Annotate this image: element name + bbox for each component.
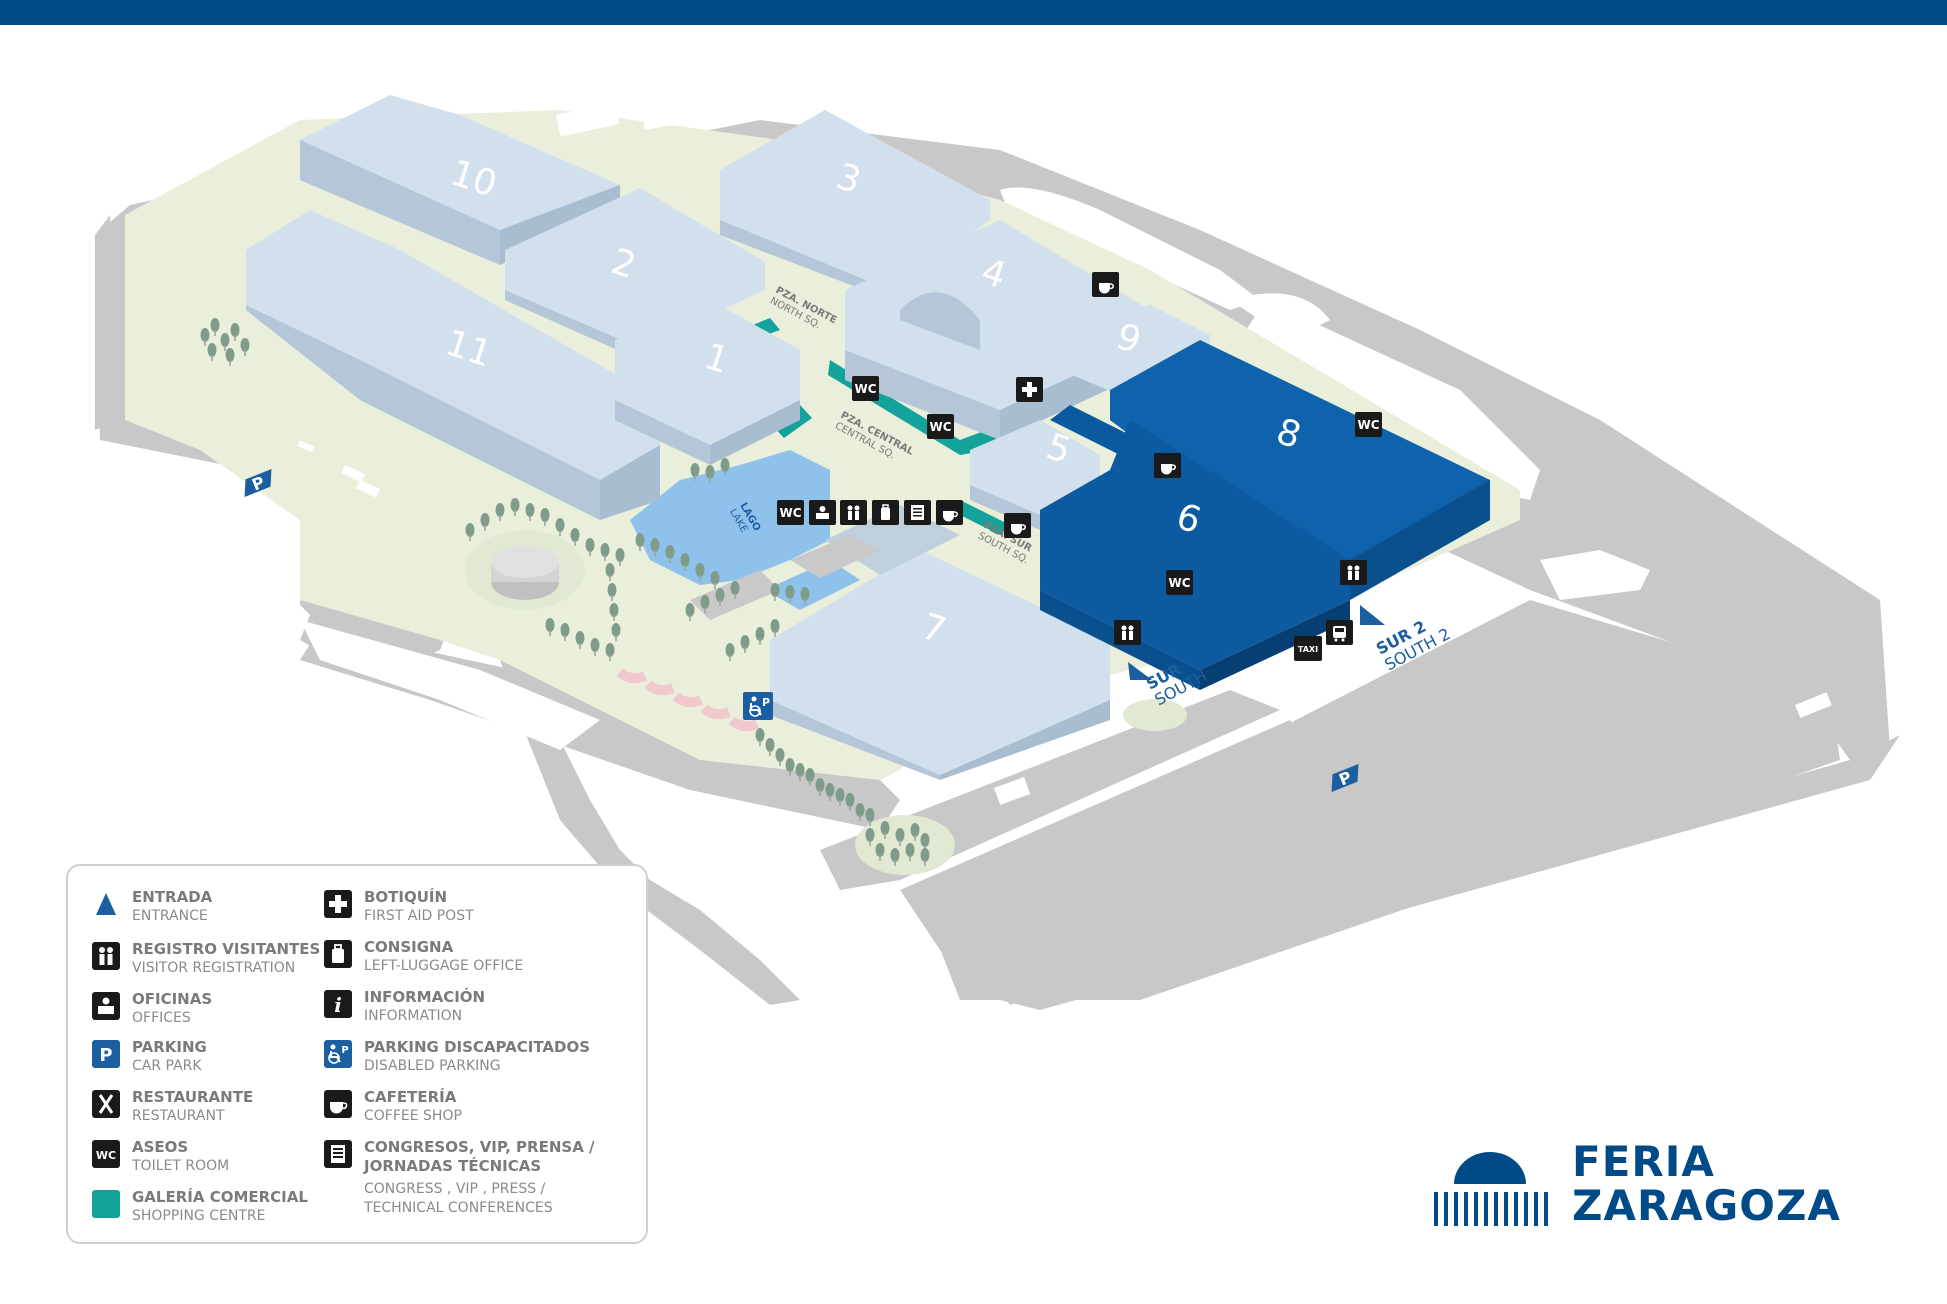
legend-label-en: ENTRANCE (132, 908, 208, 924)
road-markings (297, 102, 1832, 805)
entrance-south2-icon (1360, 605, 1385, 625)
info-icon: i (324, 990, 352, 1018)
svg-text:WC: WC (96, 1149, 116, 1162)
visitors-icon[interactable] (840, 500, 867, 525)
legend-label-es: PARKING (132, 1038, 207, 1056)
svg-text:WC: WC (1357, 418, 1379, 432)
wc-icon[interactable]: WC (1355, 412, 1382, 437)
legend-label-en: INFORMATION (364, 1008, 463, 1024)
legend-label-es: GALERÍA COMERCIAL (132, 1188, 308, 1206)
logo-line-1: FERIA (1572, 1137, 1715, 1186)
visitors-icon[interactable] (1340, 560, 1367, 585)
congress-icon[interactable] (904, 500, 931, 525)
entrance-triangle-icon (96, 893, 116, 915)
coffee-icon (324, 1090, 352, 1118)
svg-text:i: i (334, 993, 342, 1017)
shopping-centre-icon (92, 1190, 120, 1218)
svg-text:TAXI: TAXI (1298, 645, 1318, 654)
legend-label-es: ENTRADA (132, 888, 213, 906)
legend-label-es: JORNADAS TÉCNICAS (364, 1157, 542, 1175)
congress-icon (324, 1140, 352, 1168)
wc-icon[interactable]: WC (852, 376, 879, 401)
svg-text:P: P (99, 1045, 112, 1066)
logo-text: FERIA ZARAGOZA (1572, 1140, 1841, 1228)
legend-label-es: PARKING DISCAPACITADOS (364, 1038, 591, 1056)
legend-label-es: CONSIGNA (364, 938, 454, 956)
svg-text:WC: WC (929, 420, 951, 434)
disabled-parking-icon[interactable]: P (743, 692, 773, 720)
legend-label-en: TOILET ROOM (132, 1158, 230, 1174)
luggage-icon[interactable] (872, 500, 899, 525)
decorative-arcs (616, 668, 759, 732)
visitors-icon (92, 942, 120, 970)
rotunda (491, 546, 559, 600)
legend-label-en: COFFEE SHOP (364, 1108, 462, 1124)
coffee-icon[interactable] (1004, 513, 1031, 538)
wc-icon: WC (92, 1140, 120, 1168)
coffee-icon[interactable] (1092, 272, 1119, 297)
legend-label-es: INFORMACIÓN (364, 988, 486, 1006)
legend-label-en: LEFT-LUGGAGE OFFICE (364, 958, 524, 974)
service-icons: WC WC WC WC WC TAXI P P P (238, 272, 1382, 794)
svg-text:WC: WC (779, 506, 801, 520)
legend-label-en: DISABLED PARKING (364, 1058, 501, 1074)
legend-label-en: TECHNICAL CONFERENCES (364, 1200, 553, 1216)
first-aid-icon (324, 890, 352, 918)
top-bar (0, 0, 1947, 25)
legend-label-es: REGISTRO VISITANTES (132, 940, 321, 958)
feria-zaragoza-logo: FERIA ZARAGOZA (1432, 1140, 1902, 1230)
legend-label-en: SHOPPING CENTRE (132, 1208, 266, 1224)
svg-text:P: P (341, 1045, 348, 1056)
wc-icon[interactable]: WC (927, 414, 954, 439)
legend-label-en: RESTAURANT (132, 1108, 225, 1124)
legend-label-es: CAFETERÍA (364, 1088, 457, 1106)
logo-line-2: ZARAGOZA (1572, 1181, 1841, 1230)
parking-icon[interactable]: P (238, 468, 278, 499)
wc-icon[interactable]: WC (1166, 570, 1193, 595)
legend-label-es: OFICINAS (132, 990, 213, 1008)
coffee-icon[interactable] (936, 500, 963, 525)
parking-icon[interactable]: P (1325, 763, 1365, 794)
lake (630, 450, 830, 585)
bus-icon[interactable] (1326, 620, 1353, 645)
restaurant-icon (92, 1090, 120, 1118)
legend-label-en: CONGRESS , VIP , PRESS / (364, 1181, 546, 1197)
svg-text:WC: WC (854, 382, 876, 396)
legend-label-en: OFFICES (132, 1010, 191, 1026)
legend-label-es: BOTIQUÍN (364, 888, 448, 906)
svg-text:WC: WC (1168, 576, 1190, 590)
legend-label-es: RESTAURANTE (132, 1088, 254, 1106)
logo-dome-icon (1434, 1152, 1548, 1226)
svg-text:P: P (762, 696, 770, 709)
disabled-parking-icon: P (324, 1040, 352, 1068)
wc-icon[interactable]: WC (777, 500, 804, 525)
legend-label-es: ASEOS (132, 1138, 189, 1156)
legend: ENTRADA ENTRANCE REGISTRO VISITANTES VISIT… (66, 864, 648, 1244)
halls-light (246, 95, 1210, 780)
parking-icon: P (92, 1040, 120, 1068)
first-aid-icon[interactable] (1016, 377, 1043, 402)
luggage-icon (324, 940, 352, 968)
coffee-icon[interactable] (1154, 453, 1181, 478)
legend-label-es: CONGRESOS, VIP, PRENSA / (364, 1138, 595, 1156)
taxi-icon[interactable]: TAXI (1294, 636, 1322, 661)
legend-label-en: VISITOR REGISTRATION (132, 960, 296, 976)
entrance-south-icon (1128, 662, 1152, 680)
legend-label-en: CAR PARK (132, 1058, 202, 1074)
visitors-icon[interactable] (1114, 620, 1141, 645)
office-icon (92, 992, 120, 1020)
office-icon[interactable] (809, 500, 836, 525)
legend-label-en: FIRST AID POST (364, 908, 474, 924)
